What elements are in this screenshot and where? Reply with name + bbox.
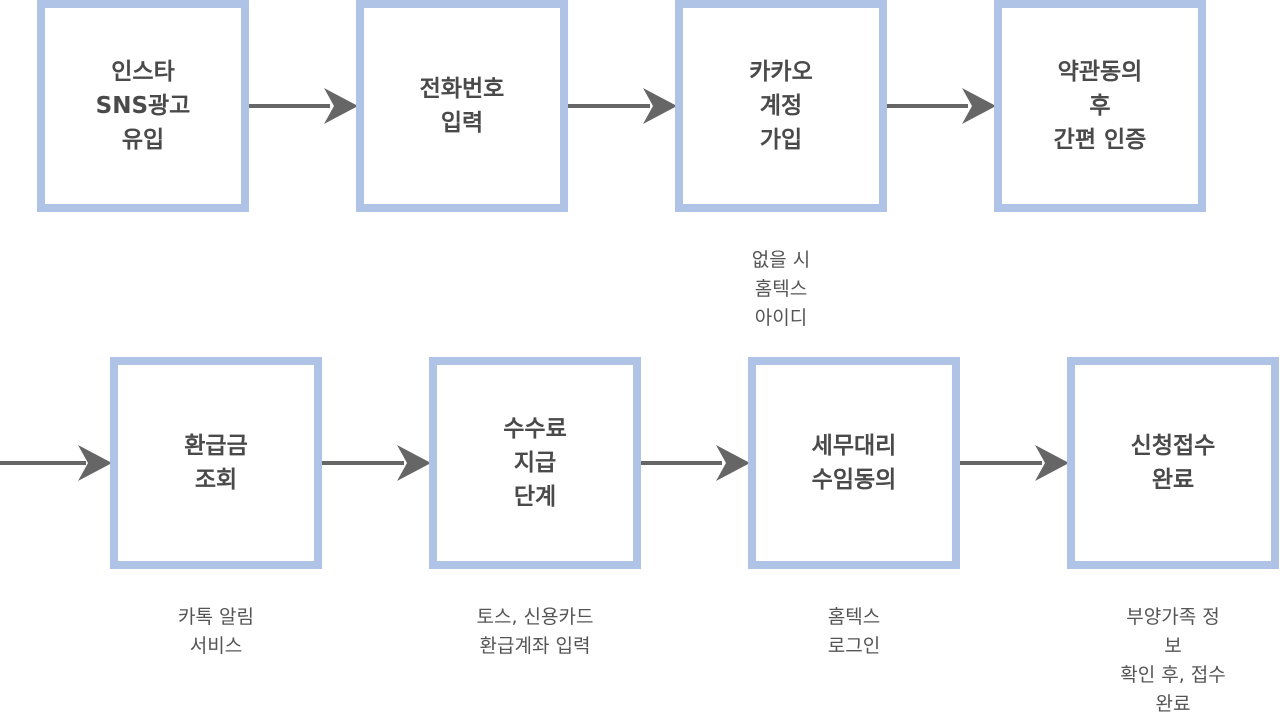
step-tax-agent-consent: 세무대리 수임동의 [748, 357, 960, 569]
arrow-row2-incoming [0, 445, 112, 481]
step-kakao-signup: 카카오 계정 가입 [675, 0, 887, 212]
step-label: 수수료 지급 단계 [503, 416, 567, 510]
step-label: 카카오 계정 가입 [749, 59, 813, 153]
step-phone-input: 전화번호 입력 [356, 0, 568, 212]
arrow-row2-1 [320, 445, 431, 481]
note-fee: 토스, 신용카드 환급계좌 입력 [476, 606, 594, 657]
step-refund-inquiry: 환급금 조회 [110, 357, 322, 569]
arrow-row2-3 [958, 445, 1069, 481]
step-application-complete: 신청접수 완료 [1067, 357, 1279, 569]
note-refund: 카톡 알림 서비스 [178, 606, 254, 657]
step-fee-payment: 수수료 지급 단계 [429, 357, 641, 569]
note-tax: 홈텍스 로그인 [827, 606, 881, 657]
step-label: 인스타 SNS광고 유입 [95, 59, 191, 153]
step-instagram-ad: 인스타 SNS광고 유입 [37, 0, 249, 212]
step-label: 약관동의 후 간편 인증 [1053, 59, 1147, 153]
note-kakao: 없을 시 홈텍스 아이디 [751, 249, 811, 329]
arrow-row1-1 [248, 88, 358, 124]
step-label: 전화번호 입력 [419, 76, 505, 136]
arrow-row2-2 [639, 445, 750, 481]
step-label: 신청접수 완료 [1130, 433, 1216, 493]
arrow-row1-3 [886, 88, 996, 124]
note-complete: 부양가족 정보 확인 후, 접수 완료 [1120, 606, 1226, 715]
arrow-row1-2 [567, 88, 677, 124]
step-terms-auth: 약관동의 후 간편 인증 [994, 0, 1206, 212]
step-label: 세무대리 수임동의 [811, 433, 897, 493]
step-label: 환급금 조회 [184, 433, 248, 493]
